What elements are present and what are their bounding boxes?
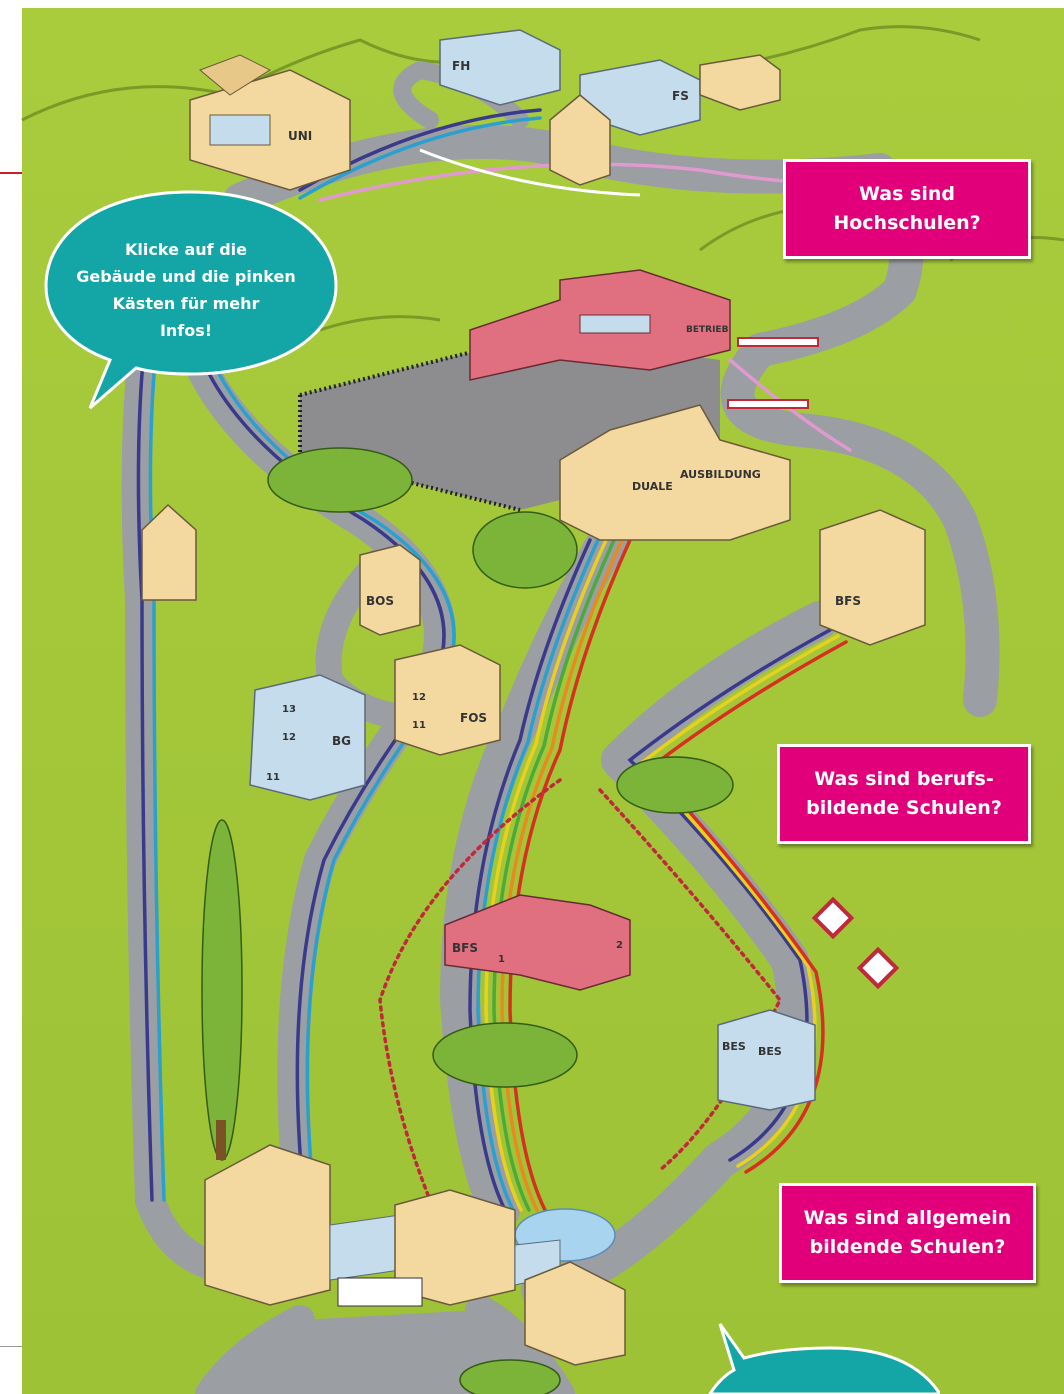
uni-label: UNI [288, 129, 312, 143]
bfs-lower-1: 1 [498, 954, 505, 965]
bfs-upper-label: BFS [835, 594, 861, 608]
info-box-berufsbildende-label: Was sind berufs- bildende Schulen? [806, 765, 1002, 823]
bg-grade-12: 12 [282, 732, 296, 743]
info-box-hochschulen[interactable]: Was sind Hochschulen? [783, 159, 1031, 259]
bfs-lower-label: BFS [452, 941, 478, 955]
poplar-tree [202, 820, 242, 1160]
bg-label: BG [332, 734, 351, 748]
fs-label: FS [672, 89, 689, 103]
bg-grade-13: 13 [282, 704, 296, 715]
info-box-allgemeinbildende-label: Was sind allgemein bildende Schulen? [804, 1204, 1012, 1262]
building-bg[interactable]: BG 13 12 11 [250, 675, 365, 800]
building-bfs-upper[interactable]: BFS [820, 510, 925, 645]
hint-bubble-text: Klicke auf die Gebäude und die pinken Kä… [62, 236, 310, 344]
left-divider-line [0, 1346, 22, 1347]
fos-grade-12: 12 [412, 692, 426, 703]
bottom-bubble [700, 1318, 940, 1394]
bes-label-1: BES [722, 1040, 746, 1053]
building-fos[interactable]: FOS 12 11 [395, 645, 500, 755]
bos-label: BOS [366, 594, 394, 608]
building-bes[interactable]: BES BES [718, 1010, 815, 1110]
bg-grade-11: 11 [266, 772, 280, 783]
info-box-allgemeinbildende-schulen[interactable]: Was sind allgemein bildende Schulen? [779, 1183, 1036, 1283]
left-accent-line [0, 172, 22, 174]
fos-grade-11: 11 [412, 720, 426, 731]
building-bos[interactable]: BOS [360, 545, 420, 635]
duale-label: DUALE [632, 480, 673, 493]
betrieb-label: BETRIEB [686, 325, 729, 335]
fos-label: FOS [460, 711, 487, 725]
bfs-lower-2: 2 [616, 940, 623, 951]
info-box-berufsbildende-schulen[interactable]: Was sind berufs- bildende Schulen? [777, 744, 1031, 844]
info-box-hochschulen-label: Was sind Hochschulen? [833, 180, 980, 238]
ausbildung-label: AUSBILDUNG [680, 468, 761, 481]
fh-label: FH [452, 59, 470, 73]
bes-label-2: BES [758, 1045, 782, 1058]
